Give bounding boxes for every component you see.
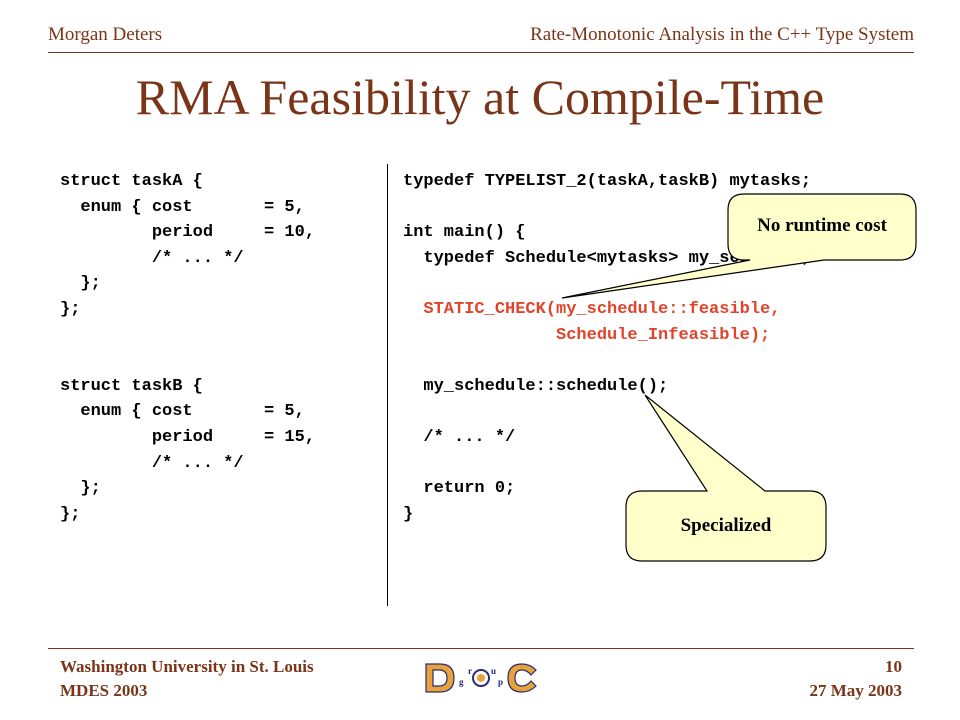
code-line: }; — [60, 299, 81, 319]
code-line: period = 15, — [60, 427, 316, 447]
code-line: /* ... */ — [60, 453, 244, 473]
header-rule — [48, 52, 914, 53]
code-line: int main() { — [403, 223, 526, 243]
code-line: typedef TYPELIST_2(taskA,taskB) mytasks; — [403, 172, 812, 191]
code-block-left: struct taskA { enum { cost = 5, period =… — [60, 169, 315, 527]
doc-group-logo-icon: g r u p — [425, 663, 537, 693]
logo-letter-r: r — [468, 666, 472, 676]
footer-institution: Washington University in St. Louis — [60, 657, 314, 676]
code-line: }; — [60, 479, 101, 499]
callout-specialized-text: Specialized — [680, 515, 772, 536]
footer-date: 27 May 2003 — [809, 681, 902, 700]
callout-runtime-text: No runtime cost — [757, 215, 887, 236]
code-line: enum { cost = 5, — [60, 197, 305, 217]
footer-rule — [48, 648, 914, 649]
code-line: Schedule_Infeasible); — [403, 325, 771, 345]
code-line: struct taskA { — [60, 172, 203, 191]
code-line: }; — [60, 274, 101, 294]
column-divider — [387, 164, 388, 606]
code-line: return 0; — [403, 479, 516, 499]
code-block-right: typedef TYPELIST_2(taskA,taskB) mytasks;… — [403, 169, 811, 527]
code-line: STATIC_CHECK(my_schedule::feasible, — [403, 299, 781, 319]
code-line: enum { cost = 5, — [60, 402, 305, 422]
callout-runtime-shape — [561, 193, 917, 299]
callout-specialized-shape — [625, 394, 827, 562]
slide-title: RMA Feasibility at Compile-Time — [135, 69, 825, 125]
code-line: } — [403, 504, 414, 524]
logo-letter-g: g — [459, 677, 464, 687]
footer-venue: MDES 2003 — [60, 681, 148, 700]
code-line: struct taskB { — [60, 376, 203, 396]
logo-letter-u: u — [491, 666, 496, 676]
logo-letter-p: p — [498, 677, 503, 687]
code-line: /* ... */ — [60, 248, 244, 268]
code-line: }; — [60, 504, 81, 524]
header-talk-title: Rate-Monotonic Analysis in the C++ Type … — [530, 24, 914, 45]
code-line: /* ... */ — [403, 427, 516, 447]
code-line: my_schedule::schedule(); — [403, 376, 669, 396]
footer-page-number: 10 — [885, 657, 902, 676]
header-author: Morgan Deters — [48, 24, 163, 45]
code-line: period = 10, — [60, 223, 316, 243]
